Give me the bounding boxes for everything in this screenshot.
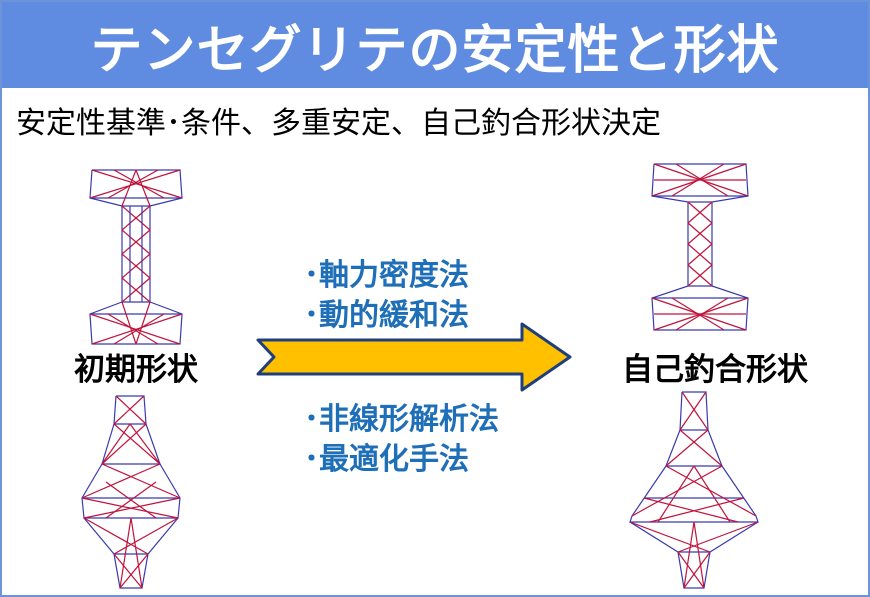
method-optimization: ･最適化手法 <box>304 442 469 477</box>
initial-shape-figure-bottom <box>81 395 181 589</box>
slide-title: テンセグリテの安定性と形状 <box>90 21 780 81</box>
tensegrity-frame <box>81 395 181 589</box>
equilibrium-shape-figure-bottom <box>629 391 759 589</box>
equilibrium-shape-figure-top <box>651 163 749 331</box>
title-bar: テンセグリテの安定性と形状 <box>2 2 868 88</box>
process-arrow <box>256 322 572 392</box>
tensegrity-frame <box>89 169 183 345</box>
method-dynamic-relaxation: ･動的緩和法 <box>304 298 469 333</box>
tensegrity-frame <box>629 391 759 589</box>
initial-shape-label: 初期形状 <box>74 352 198 388</box>
tensegrity-frame <box>651 163 749 331</box>
slide-subtitle: 安定性基準･条件、多重安定、自己釣合形状決定 <box>16 106 661 141</box>
equilibrium-shape-label: 自己釣合形状 <box>622 352 808 388</box>
method-force-density: ･軸力密度法 <box>304 258 469 293</box>
initial-shape-figure-top <box>89 169 183 345</box>
arrow-shape <box>256 322 572 392</box>
method-nonlinear-analysis: ･非線形解析法 <box>304 402 499 437</box>
